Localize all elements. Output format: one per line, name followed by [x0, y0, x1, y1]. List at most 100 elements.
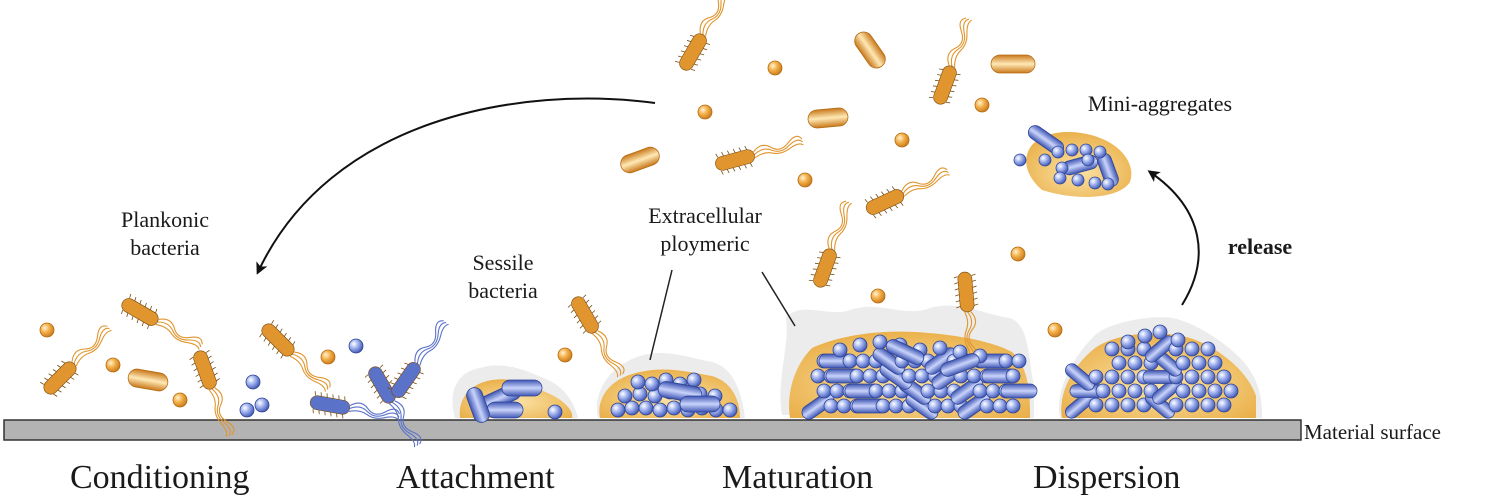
planktonic-bacterium	[189, 349, 235, 438]
sessile-coccus	[966, 368, 982, 384]
sessile-coccus	[1051, 145, 1065, 159]
sessile-rod	[1000, 383, 1038, 399]
sessile-coccus	[972, 383, 988, 399]
sessile-rod	[872, 347, 906, 375]
planktonic-bacterium	[39, 325, 112, 397]
mini-aggregates-label: Mini-aggregates	[1087, 91, 1233, 116]
sessile-coccus	[992, 398, 1008, 414]
sessile-coccus	[1207, 355, 1223, 371]
sessile-coccus	[1184, 341, 1200, 357]
sessile-coccus	[1216, 397, 1232, 413]
planktonic-rod	[127, 368, 169, 392]
sessile-rod	[501, 379, 543, 397]
sessile-coccus	[1152, 324, 1168, 340]
sessile-coccus	[1120, 334, 1136, 350]
sessile-coccus	[1191, 383, 1207, 399]
sessile-rod	[940, 353, 980, 377]
sessile-coccus	[1168, 397, 1184, 413]
sessile-coccus	[1088, 369, 1104, 385]
sessile-coccus	[1120, 369, 1136, 385]
sessile-coccus	[829, 383, 845, 399]
sessile-coccus	[1104, 341, 1120, 357]
sessile-bacterium	[387, 320, 449, 399]
planktonic-coccus	[557, 347, 573, 363]
planktonic-coccus	[894, 132, 910, 148]
sessile-coccus	[832, 342, 848, 358]
sessile-coccus	[875, 398, 891, 414]
sessile-label-line1: Sessile	[472, 250, 534, 275]
sessile-coccus	[686, 372, 702, 388]
sessile-coccus	[1088, 176, 1102, 190]
sessile-coccus	[239, 402, 255, 418]
sessile-coccus	[868, 383, 884, 399]
sessile-coccus	[1216, 369, 1232, 385]
sessile-coccus	[1081, 153, 1095, 167]
sessile-coccus	[638, 400, 654, 416]
sessile-coccus	[816, 383, 832, 399]
sessile-coccus	[979, 398, 995, 414]
planktonic-rod	[990, 54, 1036, 74]
sessile-rod	[1065, 363, 1095, 391]
material-surface-bar	[3, 419, 1302, 441]
planktonic-label-line2: bacteria	[130, 235, 200, 260]
sessile-coccus	[617, 388, 633, 404]
sessile-coccus	[1175, 383, 1191, 399]
eps-label-line1: Extracellular	[648, 203, 762, 228]
sessile-coccus	[1127, 355, 1143, 371]
sessile-label-line2: bacteria	[468, 278, 538, 303]
sessile-coccus	[610, 402, 626, 418]
sessile-coccus	[1065, 143, 1079, 157]
planktonic-bacterium	[864, 167, 950, 219]
release-label: release	[1227, 234, 1293, 259]
sessile-coccus	[985, 383, 1001, 399]
planktonic-rod	[807, 107, 849, 129]
sessile-coccus	[644, 376, 660, 392]
planktonic-coccus	[320, 349, 336, 365]
planktonic-coccus	[39, 322, 55, 338]
sessile-coccus	[722, 402, 738, 418]
sessile-coccus	[630, 374, 646, 390]
stage-label-maturation: Maturation	[722, 459, 874, 496]
sessile-coccus	[1104, 397, 1120, 413]
sessile-coccus	[348, 338, 364, 354]
sessile-coccus	[1005, 398, 1021, 414]
sessile-coccus	[547, 404, 563, 420]
sessile-coccus	[1191, 355, 1207, 371]
stage-label-dispersion: Dispersion	[1033, 459, 1181, 496]
planktonic-rod	[854, 31, 886, 69]
sessile-coccus	[1095, 383, 1111, 399]
stage-label-conditioning: Conditioning	[70, 459, 250, 496]
sessile-coccus	[932, 340, 948, 356]
planktonic-coccus	[1047, 322, 1063, 338]
planktonic-coccus	[1010, 246, 1026, 262]
planktonic-coccus	[797, 172, 813, 188]
sessile-coccus	[1111, 355, 1127, 371]
planktonic-bacterium	[567, 294, 625, 378]
sessile-coccus	[1170, 332, 1186, 348]
eps-label-line2: ploymeric	[660, 231, 750, 256]
material-surface-label: Material surface	[1304, 420, 1442, 444]
bacteria-cells	[39, 0, 1239, 448]
sessile-coccus	[862, 368, 878, 384]
sessile-coccus	[1200, 369, 1216, 385]
sessile-coccus	[666, 400, 682, 416]
sessile-coccus	[1223, 383, 1239, 399]
sessile-coccus	[1101, 177, 1115, 191]
sessile-coccus	[881, 383, 897, 399]
sessile-coccus	[842, 353, 858, 369]
sessile-coccus	[852, 337, 868, 353]
sessile-coccus	[1184, 369, 1200, 385]
sessile-coccus	[823, 398, 839, 414]
sessile-coccus	[1088, 397, 1104, 413]
sessile-coccus	[1071, 173, 1085, 187]
planktonic-bacterium	[928, 17, 973, 105]
sessile-coccus	[1127, 383, 1143, 399]
sessile-coccus	[1038, 153, 1052, 167]
sessile-coccus	[1005, 368, 1021, 384]
return-to-planktonic-arrow	[256, 97, 656, 275]
planktonic-bacterium	[715, 135, 804, 175]
sessile-rod	[885, 339, 925, 365]
planktonic-bacterium	[674, 0, 731, 71]
sessile-coccus	[254, 397, 270, 413]
sessile-coccus	[1011, 353, 1027, 369]
